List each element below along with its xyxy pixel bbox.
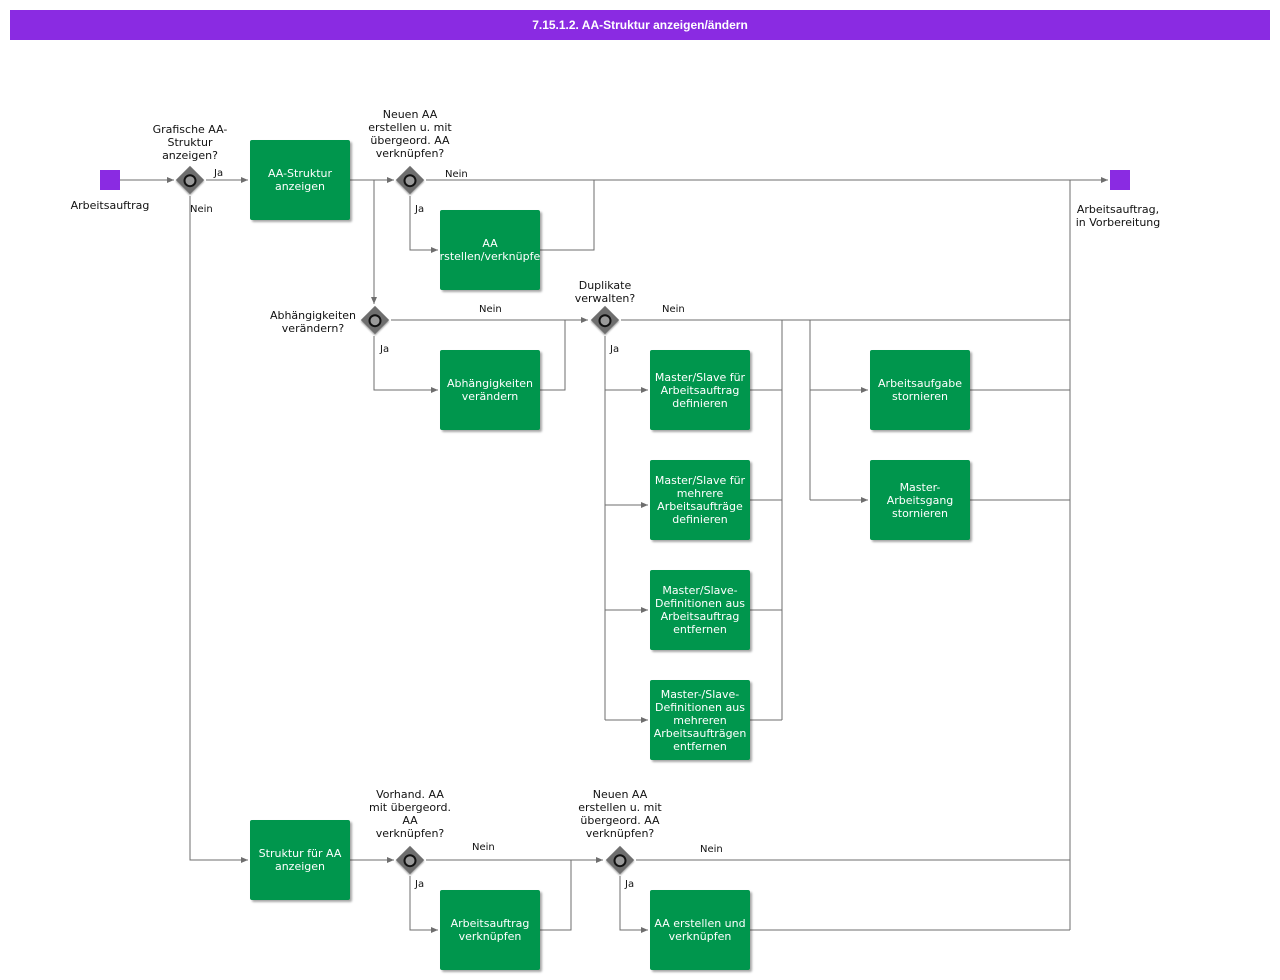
task-label: Master/Slave für Arbeitsauftrag definier… [654, 370, 746, 410]
flow-label-ja: Ja [625, 879, 635, 890]
task-label: Arbeitsauftrag verknüpfen [450, 917, 530, 943]
flow-label-nein: Nein [190, 204, 213, 215]
task-label: Master/Slave- Definitionen aus Arbeitsau… [655, 584, 745, 636]
task-label: Master/Slave für mehrere Arbeitsaufträge… [654, 474, 746, 526]
gateway-vorhand-aa-label: Vorhand. AA mit übergeord. AA verknüpfen… [369, 788, 451, 840]
flow-g5-yes [409, 876, 438, 933]
gateway-grafische-struktur-label: Grafische AA- Struktur anzeigen? [152, 123, 228, 162]
flow-abh-merge [540, 320, 566, 391]
task-master-slave-mehrere-entfernen[interactable]: Master-/Slave- Definitionen aus mehreren… [650, 680, 750, 760]
task-aa-struktur-anzeigen[interactable]: AA-Struktur anzeigen [250, 140, 350, 220]
task-struktur-fuer-aa-anzeigen[interactable]: Struktur für AA anzeigen [250, 820, 350, 900]
flow-label-nein: Nein [700, 844, 723, 855]
gateway-duplikate-label: Duplikate verwalten? [574, 279, 636, 305]
task-label: Arbeitsaufgabe stornieren [878, 377, 962, 403]
process-title: 7.15.1.2. AA-Struktur anzeigen/ändern [532, 18, 748, 32]
end-event-label: Arbeitsauftrag, in Vorbereitung [1075, 203, 1161, 229]
flow-label-nein: Nein [445, 169, 468, 180]
flow-g6-yes [619, 876, 648, 933]
task-master-arbeitsgang-stornieren[interactable]: Master- Arbeitsgang stornieren [870, 460, 970, 540]
flow-ms-merge [750, 320, 783, 721]
flow-label-nein: Nein [662, 304, 685, 315]
flow-label-ja: Ja [610, 344, 620, 355]
task-arbeitsaufgabe-stornieren[interactable]: Arbeitsaufgabe stornieren [870, 350, 970, 430]
process-title-bar: 7.15.1.2. AA-Struktur anzeigen/ändern [10, 10, 1270, 40]
task-label: AA erstellen und verknüpfen [654, 917, 746, 943]
end-event[interactable] [1110, 170, 1130, 190]
task-master-slave-aa-entfernen[interactable]: Master/Slave- Definitionen aus Arbeitsau… [650, 570, 750, 650]
task-abhaengigkeiten-veraendern[interactable]: Abhängigkeiten verändern [440, 350, 540, 430]
flow-storno-merge [970, 389, 1070, 501]
flow-g3-yes [373, 336, 438, 393]
gateway-neuen-aa-label: Neuen AA erstellen u. mit übergeord. AA … [368, 108, 452, 160]
flow-label-ja: Ja [415, 204, 425, 215]
task-arbeitsauftrag-verknuepfen[interactable]: Arbeitsauftrag verknüpfen [440, 890, 540, 970]
task-aa-erstellen-verknuepfen[interactable]: AA erstellen/verknüpfen [440, 210, 540, 290]
task-label: Abhängigkeiten verändern [446, 377, 534, 403]
flow-g1-no [189, 196, 248, 863]
gateway-abhaengigkeiten-label: Abhängigkeiten verändern? [269, 309, 357, 335]
task-master-slave-mehrere-definieren[interactable]: Master/Slave für mehrere Arbeitsaufträge… [650, 460, 750, 540]
flow-label-ja: Ja [214, 168, 224, 179]
flow-label-ja: Ja [415, 879, 425, 890]
flow-g2-yes [409, 196, 438, 253]
flow-aa-erstellen-merge [540, 180, 595, 251]
start-event-label: Arbeitsauftrag [70, 199, 150, 212]
task-label: AA-Struktur anzeigen [267, 167, 333, 193]
task-label: Master-/Slave- Definitionen aus mehreren… [653, 687, 747, 753]
gateway-neuen-aa-bottom-label: Neuen AA erstellen u. mit übergeord. AA … [578, 788, 662, 840]
flow-aa-verkn-merge [540, 860, 572, 931]
start-event[interactable] [100, 170, 120, 190]
flow-label-nein: Nein [479, 304, 502, 315]
flow-label-nein: Nein [472, 842, 495, 853]
task-label: Struktur für AA anzeigen [258, 847, 342, 873]
task-label: Master- Arbeitsgang stornieren [886, 480, 954, 520]
task-master-slave-aa-definieren[interactable]: Master/Slave für Arbeitsauftrag definier… [650, 350, 750, 430]
task-aa-erstellen-und-verknuepfen[interactable]: AA erstellen und verknüpfen [650, 890, 750, 970]
flow-label-ja: Ja [380, 344, 390, 355]
task-label: AA erstellen/verknüpfen [440, 237, 540, 263]
